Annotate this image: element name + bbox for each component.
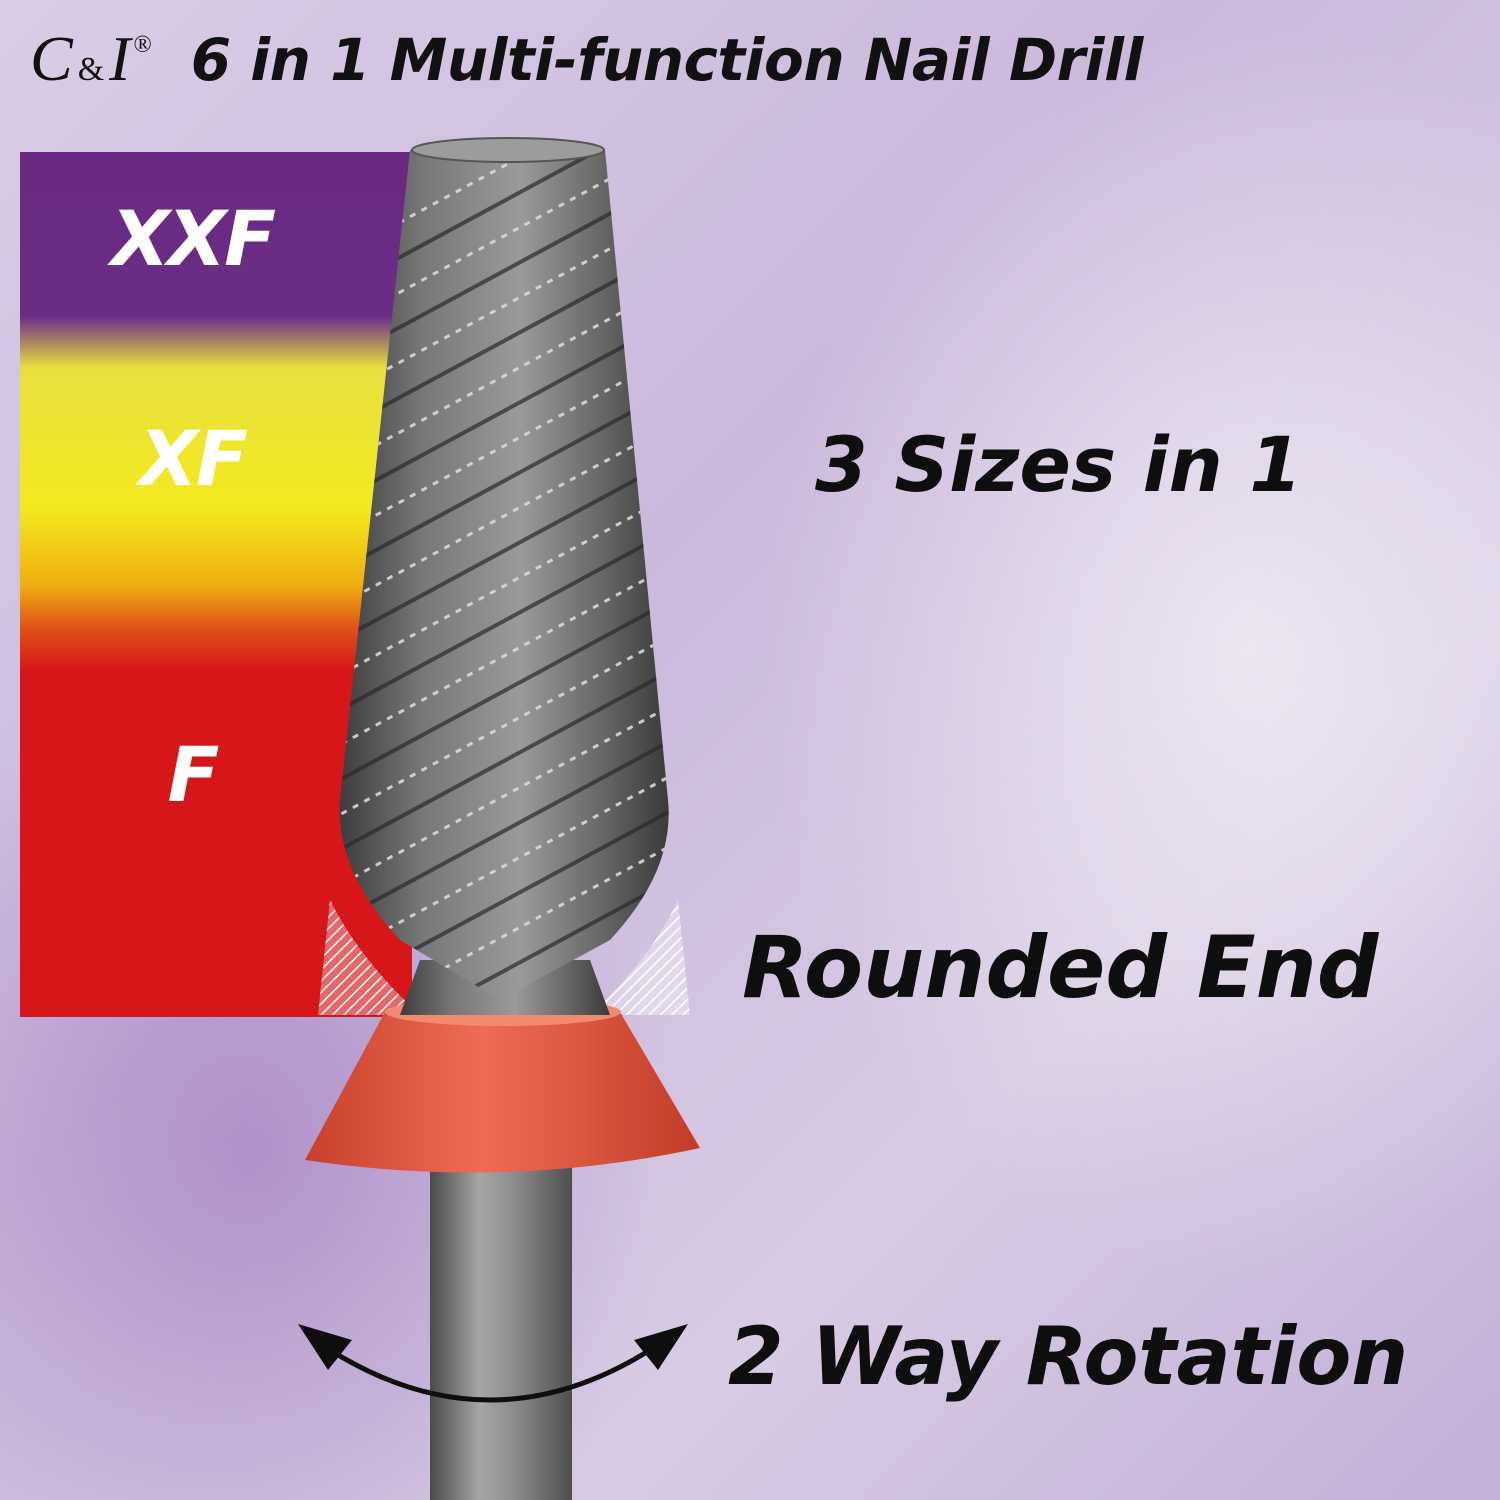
- drill-collar: [305, 1012, 700, 1173]
- callout-sizes: 3 Sizes in 1: [815, 420, 1303, 509]
- drill-shank: [430, 1110, 572, 1500]
- brand-letter-c: C: [30, 23, 74, 94]
- double-arrow-curve-icon: [298, 1324, 688, 1403]
- grit-label-f: F: [167, 730, 220, 819]
- rounded-end-marker-left: [318, 900, 420, 1015]
- product-title: 6 in 1 Multi-function Nail Drill: [190, 26, 1144, 94]
- grit-label-xf: XF: [139, 414, 248, 503]
- brand-letter-i: I: [109, 23, 132, 94]
- callout-rounded-end: Rounded End: [742, 918, 1379, 1018]
- registered-mark: ®: [133, 31, 153, 58]
- brand-logo: C&I®: [30, 22, 153, 96]
- callout-rotation: 2 Way Rotation: [728, 1310, 1409, 1403]
- brand-header: C&I® 6 in 1 Multi-function Nail Drill: [30, 22, 1143, 122]
- grit-panel: XXF XF F: [20, 152, 412, 1017]
- brand-ampersand: &: [77, 51, 106, 88]
- rounded-end-marker-right: [590, 900, 690, 1015]
- grit-label-xxf: XXF: [110, 194, 276, 283]
